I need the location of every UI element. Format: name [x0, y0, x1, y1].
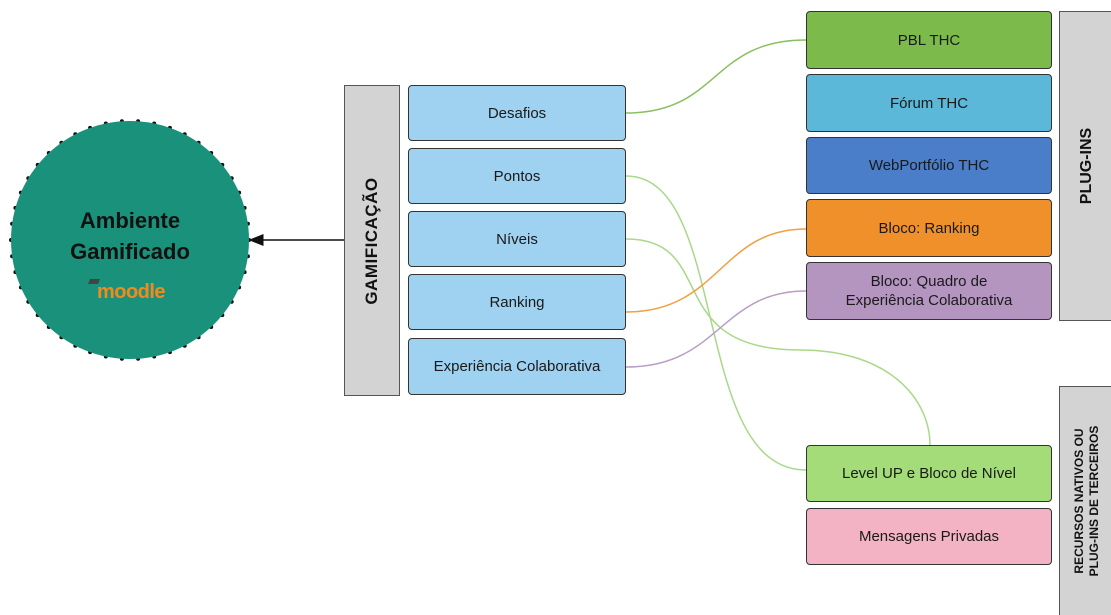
ambiente-circle — [11, 121, 249, 359]
gamificacao-ranking: Ranking — [408, 274, 626, 330]
gamificacao-niveis: Níveis — [408, 211, 626, 267]
gamificacao-bar: GAMIFICAÇÃO — [344, 85, 400, 396]
wire-experiencia-quadro — [625, 290, 807, 368]
gamificacao-desafios: Desafios — [408, 85, 626, 141]
circle-title: Ambiente Gamificado — [40, 205, 220, 267]
gamificacao-pontos: Pontos — [408, 148, 626, 204]
plugin-webportfolio-thc: WebPortfólio THC — [806, 137, 1052, 194]
moodle-logo-text: moodle — [96, 281, 166, 303]
recursos-label-line1: RECURSOS NATIVOS OU — [1072, 428, 1086, 574]
moodle-logo: moodle — [86, 279, 176, 305]
wire-ranking-bloco — [625, 228, 807, 313]
plugin-forum-thc: Fórum THC — [806, 74, 1052, 132]
plugins-bar: PLUG-INS — [1059, 11, 1111, 321]
circle-title-line2: Gamificado — [70, 239, 190, 264]
gamificacao-label: GAMIFICAÇÃO — [362, 176, 381, 305]
recurso-mensagens-privadas: Mensagens Privadas — [806, 508, 1052, 565]
plugin-bloco-ranking: Bloco: Ranking — [806, 199, 1052, 257]
wire-pontos-levelup — [625, 175, 807, 471]
plugins-label: PLUG-INS — [1078, 127, 1095, 205]
recursos-bar: RECURSOS NATIVOS OU PLUG-INS DE TERCEIRO… — [1059, 386, 1111, 615]
gamificacao-experiencia-colaborativa: Experiência Colaborativa — [408, 338, 626, 395]
wire-desafios-pbl — [625, 39, 807, 114]
recursos-label-line2: PLUG-INS DE TERCEIROS — [1087, 425, 1101, 577]
wire-niveis-levelup — [625, 238, 931, 446]
plugin-bloco-quadro: Bloco: Quadro de Experiência Colaborativ… — [806, 262, 1052, 320]
graduation-cap-icon — [88, 279, 100, 284]
plugin-pbl-thc: PBL THC — [806, 11, 1052, 69]
recursos-label: RECURSOS NATIVOS OU PLUG-INS DE TERCEIRO… — [1072, 426, 1102, 577]
circle-title-line1: Ambiente — [79, 208, 181, 233]
recurso-level-up: Level UP e Bloco de Nível — [806, 445, 1052, 502]
